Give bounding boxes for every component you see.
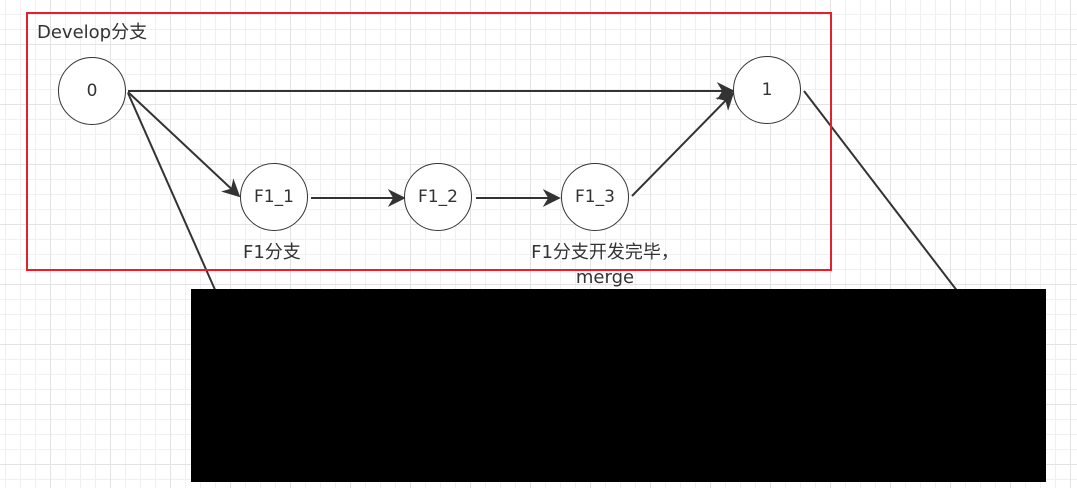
commit-node-1[interactable]: 1 <box>733 56 801 124</box>
commit-node-f1-3-label: F1_3 <box>575 187 615 207</box>
develop-branch-group[interactable] <box>26 12 832 271</box>
f1-branch-caption: F1分支 <box>243 242 301 263</box>
edge-0-to-f1-1[interactable] <box>127 91 241 198</box>
commit-node-1-label: 1 <box>761 80 773 100</box>
edge-1-down[interactable] <box>803 90 959 293</box>
commit-node-f1-1[interactable]: F1_1 <box>240 163 308 231</box>
commit-node-f1-3[interactable]: F1_3 <box>561 163 629 231</box>
edge-0-down[interactable] <box>127 92 217 293</box>
commit-node-f1-2[interactable]: F1_2 <box>404 163 472 231</box>
f1-merge-caption-line1: F1分支开发完毕， <box>531 242 679 263</box>
commit-node-f1-1-label: F1_1 <box>254 187 294 207</box>
commit-node-f1-2-label: F1_2 <box>418 187 458 207</box>
redacted-region <box>191 289 1046 482</box>
commit-node-0-label: 0 <box>86 81 98 101</box>
develop-branch-label: Develop分支 <box>37 22 148 43</box>
f1-merge-caption-line2: merge <box>575 267 635 288</box>
commit-node-0[interactable]: 0 <box>58 57 126 125</box>
edge-f1-3-to-1[interactable] <box>631 91 735 197</box>
